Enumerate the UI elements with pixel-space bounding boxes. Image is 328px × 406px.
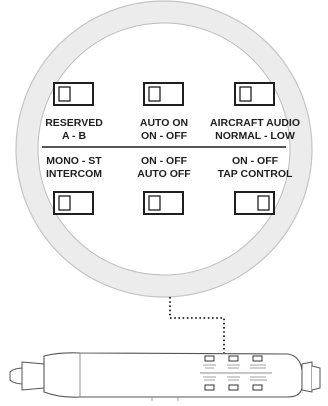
label-mono-st-line1: MONO - ST xyxy=(46,155,102,167)
mini-switch xyxy=(252,355,263,362)
mini-switch xyxy=(204,384,215,391)
label-auto-off-line1: ON - OFF xyxy=(140,155,188,167)
module-body xyxy=(43,352,303,398)
label-mono-st: MONO - ST INTERCOM xyxy=(24,155,124,180)
cable-left xyxy=(9,367,25,385)
bottom-switches xyxy=(53,191,275,215)
label-tap-control-line1: ON - OFF xyxy=(231,155,279,167)
label-tap-control-line2: TAP CONTROL xyxy=(217,167,293,180)
mini-switch xyxy=(252,384,263,391)
label-tap-control: ON - OFF TAP CONTROL xyxy=(205,155,305,180)
label-reserved-line1: RESERVED xyxy=(45,117,103,129)
switch-auto-off-slider xyxy=(148,195,161,211)
label-auto-on-line2: ON - OFF xyxy=(140,129,188,142)
cable-left-boot xyxy=(21,361,45,391)
label-auto-off-line2: AUTO OFF xyxy=(137,167,191,180)
cable-right-boot xyxy=(301,361,313,393)
mini-switches xyxy=(204,355,263,391)
label-auto-on: AUTO ON ON - OFF xyxy=(114,117,214,142)
label-aircraft-audio-line1: AIRCRAFT AUDIO xyxy=(209,117,301,129)
magnifier-inner-disc xyxy=(37,22,291,276)
label-auto-on-line1: AUTO ON xyxy=(139,117,189,129)
mini-switch xyxy=(204,355,215,362)
top-switches xyxy=(53,82,275,106)
mini-labels xyxy=(203,364,267,381)
mini-switch xyxy=(228,384,239,391)
label-reserved-line2: A - B xyxy=(61,129,87,142)
label-aircraft-audio: AIRCRAFT AUDIO NORMAL - LOW xyxy=(205,117,305,142)
label-mono-st-line2: INTERCOM xyxy=(46,167,102,180)
label-aircraft-audio-line2: NORMAL - LOW xyxy=(215,129,295,142)
module-bottom-cable xyxy=(151,397,179,401)
switch-tap-control-slider xyxy=(257,195,270,211)
switch-reserved-slider xyxy=(58,86,71,102)
leader-line xyxy=(169,297,225,353)
switch-auto-on-slider xyxy=(148,86,161,102)
label-auto-off: ON - OFF AUTO OFF xyxy=(114,155,214,180)
switch-aircraft-audio-slider xyxy=(239,86,252,102)
control-module xyxy=(9,352,321,401)
mini-switch xyxy=(228,355,239,362)
label-reserved: RESERVED A - B xyxy=(24,117,124,142)
cable-right xyxy=(311,365,321,391)
switch-mono-st-slider xyxy=(58,195,71,211)
